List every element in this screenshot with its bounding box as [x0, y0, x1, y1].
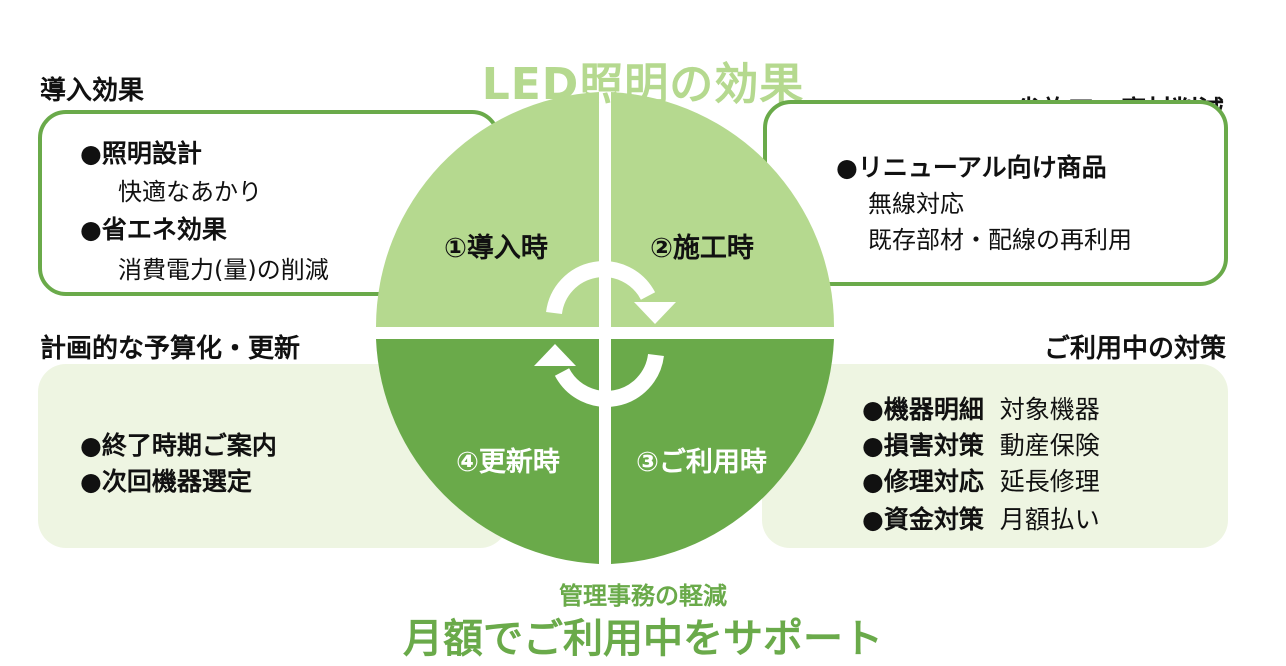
renewal-products-label: ●リニューアル向け商品 — [836, 153, 1107, 182]
quadrant-top-right — [611, 92, 835, 327]
measure-row: ●損害対策 動産保険 — [862, 426, 1100, 462]
quadrant-label-introduction: ①導入時 — [444, 233, 548, 264]
end-date-guide-item: ●終了時期ご案内 — [80, 431, 277, 460]
lighting-design-label: ●照明設計 — [80, 139, 202, 168]
bottom-left-heading: 計画的な予算化・更新 — [40, 334, 301, 364]
energy-saving-desc: 消費電力(量)の削減 — [118, 256, 329, 284]
footer-title: 月額でご利用中をサポート — [403, 616, 883, 662]
quadrant-bottom-right — [611, 339, 834, 564]
measure-value: 延長修理 — [999, 467, 1100, 496]
measure-label: ●損害対策 — [862, 431, 984, 460]
measure-value: 対象機器 — [999, 395, 1100, 424]
quadrant-label-construction: ②施工時 — [650, 233, 754, 264]
cycle-arrows-icon — [534, 261, 676, 407]
top-right-box — [763, 100, 1228, 286]
measure-value: 動産保険 — [999, 431, 1100, 460]
bottom-right-box — [762, 364, 1228, 548]
measure-row: ●機器明細 対象機器 — [862, 390, 1100, 426]
measure-label: ●修理対応 — [862, 467, 984, 496]
quadrant-top-left — [375, 92, 599, 327]
bottom-right-heading: ご利用中の対策 — [1043, 334, 1226, 364]
top-left-heading: 導入効果 — [40, 76, 145, 106]
quadrant-label-in-use: ③ご利用時 — [636, 447, 767, 478]
reuse-materials-text: 既存部材・配線の再利用 — [868, 226, 1132, 254]
measure-row: ●修理対応 延長修理 — [862, 462, 1100, 498]
quadrant-label-renewal: ④更新時 — [456, 447, 560, 478]
measure-label: ●機器明細 — [862, 395, 984, 424]
footer-subtitle: 管理事務の軽減 — [559, 582, 727, 610]
next-equipment-item: ●次回機器選定 — [80, 467, 252, 496]
lighting-design-desc: 快適なあかり — [118, 178, 262, 206]
measure-label: ●資金対策 — [862, 505, 984, 534]
measure-value: 月額払い — [999, 505, 1100, 534]
quadrant-bottom-left — [376, 339, 599, 564]
energy-saving-label: ●省エネ効果 — [80, 215, 227, 244]
wireless-support-text: 無線対応 — [868, 190, 964, 218]
measure-row: ●資金対策 月額払い — [862, 500, 1100, 536]
cycle-diagram — [375, 92, 835, 564]
